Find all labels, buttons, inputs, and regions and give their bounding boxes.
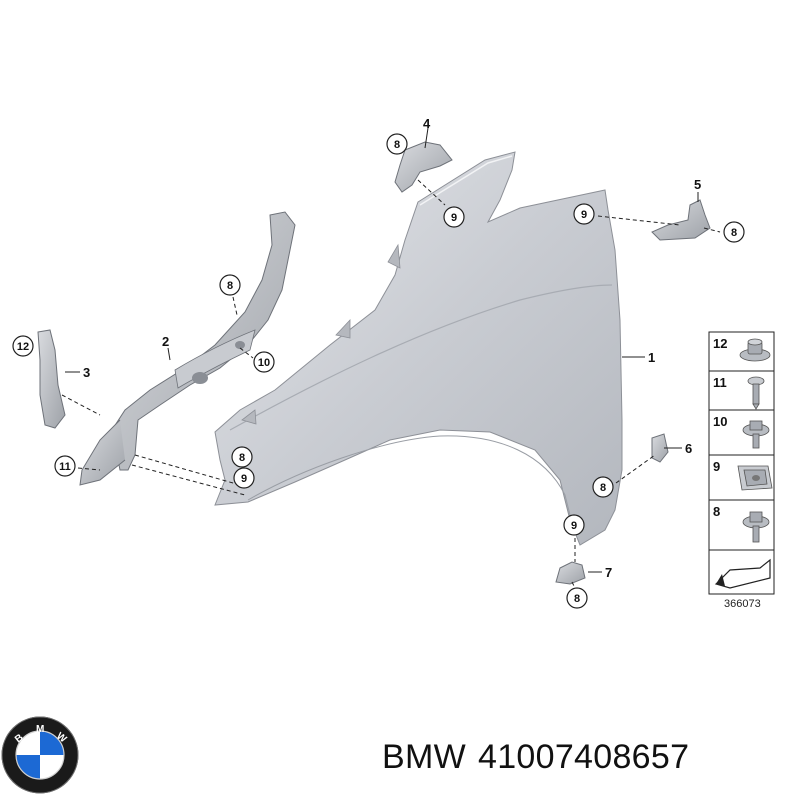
callout-9-top: 9 xyxy=(451,212,457,224)
brand-name: BMW xyxy=(382,738,466,776)
arrow-icon xyxy=(714,558,771,589)
legend-label-10: 10 xyxy=(713,414,727,429)
part-label-7: 7 xyxy=(605,565,612,580)
bracket-part-2 xyxy=(79,211,296,486)
bmw-logo-icon: B M W xyxy=(1,716,79,794)
bracket-part-7 xyxy=(555,561,586,585)
fender-panel xyxy=(214,151,623,546)
legend-label-8: 8 xyxy=(713,504,720,519)
fastener-legend: 12 11 10 9 8 xyxy=(708,331,775,610)
callout-11-left: 11 xyxy=(59,461,71,473)
part-number: 41007408657 xyxy=(478,738,690,776)
legend-label-11: 11 xyxy=(713,375,727,390)
part-label-1: 1 xyxy=(648,350,655,365)
part-label-6: 6 xyxy=(685,441,692,456)
bracket-part-6 xyxy=(651,433,669,463)
callout-8-right: 8 xyxy=(731,227,737,239)
callout-8-bottom: 8 xyxy=(574,593,580,605)
bracket-part-3 xyxy=(37,329,66,429)
part-labels xyxy=(65,127,699,573)
callout-8-front: 8 xyxy=(239,452,245,464)
part-label-5: 5 xyxy=(694,177,701,192)
nut-icon xyxy=(739,338,771,362)
callout-9-bottom: 9 xyxy=(571,520,577,532)
callout-9-right: 9 xyxy=(581,209,587,221)
legend-label-12: 12 xyxy=(713,336,727,351)
svg-text:M: M xyxy=(36,724,44,735)
callout-circles xyxy=(12,133,745,609)
clip-nut-icon xyxy=(737,465,773,491)
legend-label-9: 9 xyxy=(713,459,720,474)
callout-8-top: 8 xyxy=(394,139,400,151)
part-label-4: 4 xyxy=(423,116,431,131)
callout-9-front: 9 xyxy=(241,473,247,485)
part-caption: BMW 41007408657 xyxy=(382,738,701,777)
part-label-2: 2 xyxy=(162,334,169,349)
callout-8-bracket: 8 xyxy=(227,280,233,292)
callout-10-bracket: 10 xyxy=(258,357,270,369)
diagram-id: 366073 xyxy=(724,598,761,610)
bolt-washer-icon xyxy=(742,420,770,449)
screw-icon xyxy=(747,376,765,410)
hex-bolt-icon xyxy=(742,511,770,543)
bracket-part-4 xyxy=(394,141,453,193)
part-label-3: 3 xyxy=(83,365,90,380)
callout-8-rear: 8 xyxy=(600,482,606,494)
bracket-part-5 xyxy=(651,199,711,241)
callout-12-left: 12 xyxy=(17,341,29,353)
